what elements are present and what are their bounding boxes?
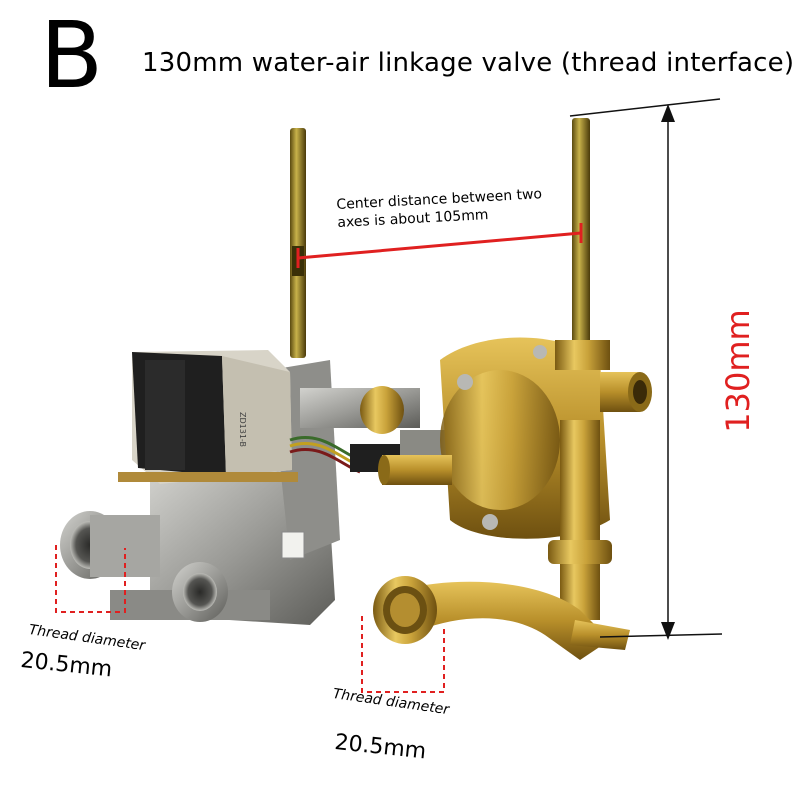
height-top-extension bbox=[569, 98, 721, 117]
brass-elbow-outlet bbox=[373, 576, 630, 660]
variant-letter: B bbox=[40, 2, 104, 109]
solenoid-marking: ZD131-B bbox=[238, 412, 247, 447]
center-distance-line bbox=[297, 231, 582, 260]
height-label: 130mm bbox=[719, 309, 757, 433]
solenoid-coil: ZD131-B bbox=[118, 350, 298, 484]
height-bottom-extension bbox=[599, 633, 723, 638]
thread-bracket-left bbox=[55, 545, 126, 613]
product-title: 130mm water-air linkage valve (thread in… bbox=[142, 48, 795, 78]
thread-bracket-right bbox=[361, 616, 445, 693]
brass-water-valve bbox=[378, 337, 652, 620]
left-shaft bbox=[290, 128, 306, 358]
